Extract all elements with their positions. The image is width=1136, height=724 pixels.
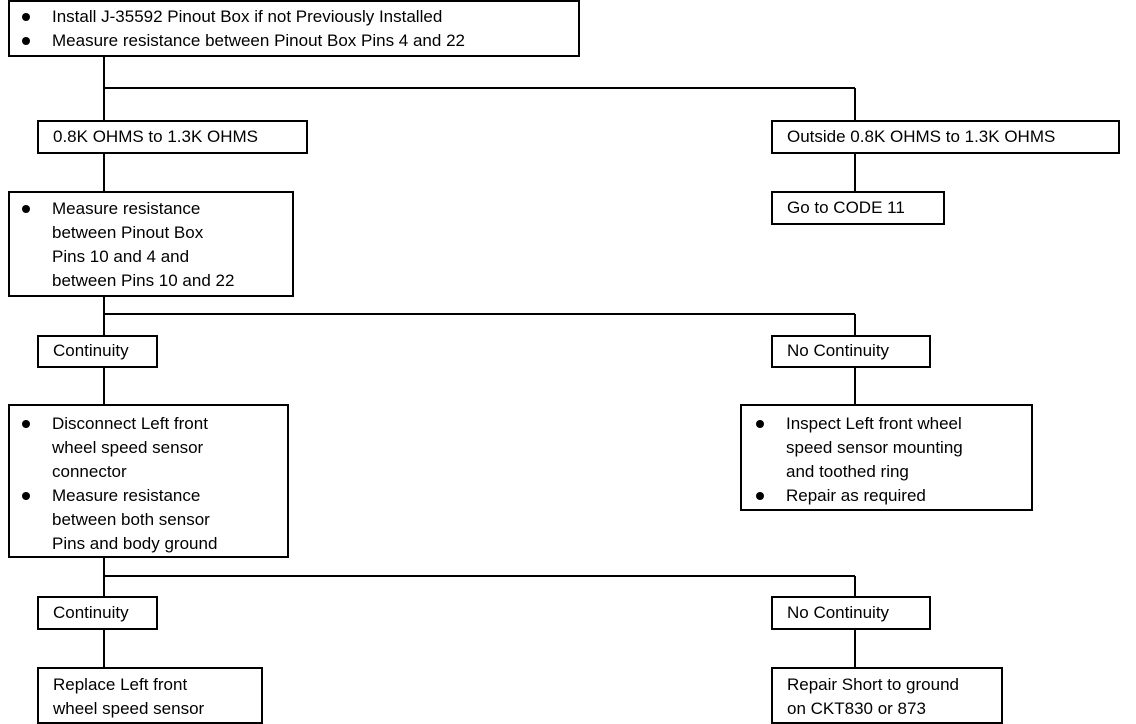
bullet-icon (22, 205, 30, 213)
text-line: wheel speed sensor (52, 438, 204, 457)
result-label: Continuity (53, 603, 129, 622)
result-no-continuity-box: No Continuity (771, 335, 931, 368)
bullet-icon (22, 420, 30, 428)
bullet-icon (756, 492, 764, 500)
text-line: speed sensor mounting (786, 438, 963, 457)
action-go-to-code-box: Go to CODE 11 (771, 191, 945, 225)
result-continuity-box: Continuity (37, 335, 158, 368)
result-resistance-in-range-box: 0.8K OHMS to 1.3K OHMS (37, 120, 308, 154)
text-line: Pins and body ground (52, 534, 218, 553)
text-line: Repair Short to ground (787, 675, 959, 694)
text-line: Disconnect Left front (52, 414, 208, 433)
result-resistance-out-of-range-box: Outside 0.8K OHMS to 1.3K OHMS (771, 120, 1120, 154)
bullet-icon (22, 37, 30, 45)
text-line: Install J-35592 Pinout Box if not Previo… (52, 7, 443, 26)
bullet-item: Inspect Left front wheel speed sensor mo… (756, 412, 1023, 484)
text-line: Pins 10 and 4 and (52, 247, 190, 266)
step-disconnect-measure-box: Disconnect Left front wheel speed sensor… (8, 404, 289, 558)
bullet-icon (22, 13, 30, 21)
text-line: Repair as required (786, 486, 926, 505)
text-line: Inspect Left front wheel (786, 414, 962, 433)
bullet-icon (22, 492, 30, 500)
text-line: wheel speed sensor (53, 699, 205, 718)
text-line: Measure resistance (52, 486, 201, 505)
action-inspect-repair-box: Inspect Left front wheel speed sensor mo… (740, 404, 1033, 511)
action-label: Go to CODE 11 (787, 198, 905, 217)
text-line: between Pinout Box (52, 223, 204, 242)
action-repair-short-box: Repair Short to ground on CKT830 or 873 (771, 667, 1003, 724)
bullet-item: Repair as required (756, 484, 1023, 508)
text-line: Measure resistance (52, 199, 201, 218)
result-continuity-box: Continuity (37, 596, 158, 630)
bullet-item: Measure resistance between Pinout Box Pi… (22, 29, 570, 53)
result-label: 0.8K OHMS to 1.3K OHMS (53, 127, 259, 146)
text-line: Replace Left front (53, 675, 188, 694)
bullet-item: Install J-35592 Pinout Box if not Previo… (22, 5, 570, 29)
text-line: Measure resistance between Pinout Box Pi… (52, 31, 465, 50)
result-label: Continuity (53, 341, 129, 360)
result-no-continuity-box: No Continuity (771, 596, 931, 630)
text-line: connector (52, 462, 127, 481)
text-line: on CKT830 or 873 (787, 699, 926, 718)
text-line: and toothed ring (786, 462, 909, 481)
action-replace-sensor-box: Replace Left front wheel speed sensor (37, 667, 263, 724)
bullet-icon (756, 420, 764, 428)
bullet-item: Measure resistance between Pinout Box Pi… (22, 197, 284, 293)
text-line: between Pins 10 and 22 (52, 271, 235, 290)
step-install-measure-box: Install J-35592 Pinout Box if not Previo… (8, 0, 580, 57)
bullet-item: Measure resistance between both sensor P… (22, 484, 279, 556)
result-label: Outside 0.8K OHMS to 1.3K OHMS (787, 127, 1056, 146)
step-measure-pins-box: Measure resistance between Pinout Box Pi… (8, 191, 294, 297)
result-label: No Continuity (787, 341, 890, 360)
bullet-item: Disconnect Left front wheel speed sensor… (22, 412, 279, 484)
result-label: No Continuity (787, 603, 890, 622)
text-line: between both sensor (52, 510, 210, 529)
